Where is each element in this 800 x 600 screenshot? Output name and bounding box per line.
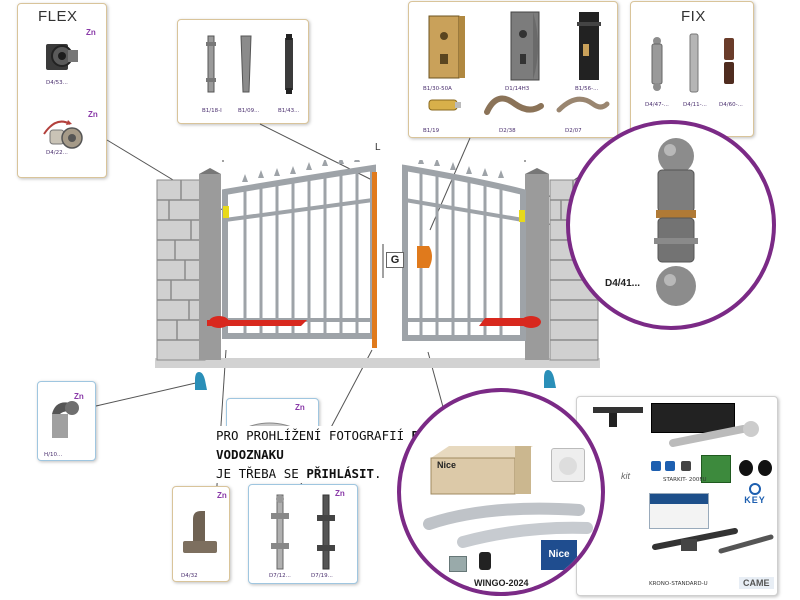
hinge-b1-09-image [238, 34, 254, 94]
base-code: D4/32 [181, 573, 198, 579]
lock-item-5-code: D2/38 [499, 128, 516, 134]
lock-item-1-code: B1/30-50A [423, 86, 452, 92]
key-logo: KEY [735, 483, 775, 507]
zoom-hinge-image [654, 138, 698, 306]
hinge-item-2-code: B1/09... [238, 108, 260, 114]
starkit-box-image [651, 403, 735, 433]
notice-line2-prefix: JE TŘEBA SE [216, 466, 307, 481]
wingo-photocell-image [479, 552, 491, 570]
wingo-label: WINGO-2024 [469, 576, 534, 590]
floor-stop-right-icon [542, 368, 558, 388]
base-card[interactable]: Zn D4/32 [172, 486, 230, 582]
wingo-circle[interactable]: Nice Nice WINGO-2024 [397, 388, 605, 596]
key-logo-ring-icon [749, 483, 761, 495]
stop-code: H/10... [44, 452, 63, 458]
notice-line2-suffix: . [374, 466, 382, 481]
bolts-zn: Zn [335, 489, 345, 498]
lock-plate-image [505, 10, 545, 82]
hinges-card[interactable]: B1/18-I B1/09... B1/43... [177, 19, 309, 124]
lock-item-4-code: B1/19 [423, 128, 440, 134]
zoom-hinge-circle[interactable]: D4/41... [566, 120, 776, 330]
motors-card[interactable]: STARKIT- 200FU kit KEY KRONO-STANDARD-U … [576, 396, 778, 596]
dimension-g-label: G [386, 252, 404, 268]
mortise-lock-image [425, 12, 467, 82]
fix-item-1-code: D4/47-... [645, 102, 669, 108]
dimension-l-label: L [375, 142, 381, 153]
flex-hinge-2-image [40, 112, 90, 152]
bolts-card[interactable]: Zn D7/12... D7/19... [248, 484, 358, 584]
kit-text: kit [621, 471, 630, 481]
flex-hinge-1-image [42, 38, 80, 74]
fix-card[interactable]: FIX D4/47-... D4/11-... D4/60-... [630, 1, 754, 137]
lock-item-6-code: D2/07 [565, 128, 582, 134]
cylinder-image [427, 96, 463, 114]
fix-hinge-1-image [649, 36, 665, 92]
fix-item-3-code: D4/60-... [719, 102, 743, 108]
flex-title: FLEX [38, 8, 78, 25]
bolt-2-code: D7/19... [311, 573, 333, 579]
hinge-item-1-code: B1/18-I [202, 108, 222, 114]
wingo-receiver-image [449, 556, 467, 572]
base-zn: Zn [217, 491, 227, 500]
flex-item-1-code: D4/53... [46, 80, 68, 86]
box-lock-image [575, 10, 603, 82]
base-image [179, 507, 219, 557]
hinge-b1-18-image [204, 34, 218, 94]
zoom-hinge-code: D4/41... [600, 276, 646, 291]
notice-line1-prefix: PRO PROHLÍŽENÍ FOTOGRAFIÍ [216, 428, 412, 443]
flex-card[interactable]: FLEX Zn D4/53... Zn D4/22... [17, 3, 107, 178]
photocell-icons [737, 459, 775, 477]
actuator-top-left-image [589, 399, 649, 429]
fix-hinge-2-image [687, 32, 701, 94]
notice-login-link[interactable]: PŘIHLÁSIT [306, 466, 375, 481]
stop-card[interactable]: Zn H/10... [37, 381, 96, 461]
locks-card[interactable]: B1/30-50A D1/14H3 B1/56-... B1/19 D2/38 … [408, 1, 618, 138]
came-logo: CAME [739, 577, 774, 589]
handle-d2-38-image [483, 92, 545, 120]
krono-label: KRONO-STANDARD-U [649, 581, 708, 587]
hinge-b1-43-image [282, 32, 296, 96]
wingo-control-unit [551, 448, 585, 482]
control-board-image [701, 455, 731, 483]
wingo-actuators-image [423, 498, 599, 552]
stop-image [46, 396, 82, 440]
connector-stop [95, 381, 201, 407]
flex-item-2-zn: Zn [88, 110, 98, 119]
fix-title: FIX [681, 8, 706, 25]
handle-d2-07-image [555, 92, 611, 120]
wingo-control-lens-icon [559, 457, 577, 475]
starkit-label: STARKIT- 200FU [663, 477, 707, 483]
flex-item-2-code: D4/22... [46, 150, 68, 156]
stop-zn: Zn [74, 392, 84, 401]
bolt-2-image [313, 493, 339, 571]
lock-item-3-code: B1/56-... [575, 86, 599, 92]
bolt-1-code: D7/12... [269, 573, 291, 579]
fix-hinge-3-image [721, 36, 737, 88]
hinge-item-3-code: B1/43... [278, 108, 300, 114]
flex-item-1-zn: Zn [86, 28, 96, 37]
starkit-actuator-image [669, 421, 769, 449]
wingo-nice-logo: Nice [541, 540, 577, 570]
remote-icons [649, 459, 709, 473]
bottom-center-zn: Zn [295, 403, 305, 412]
wingo-box-brand: Nice [437, 460, 457, 470]
krono-actuator-image [651, 517, 775, 557]
gate-scene [155, 151, 600, 375]
fix-item-2-code: D4/11-... [683, 102, 707, 108]
lock-item-2-code: D1/14H3 [505, 86, 530, 92]
wingo-box-image [429, 444, 533, 496]
key-logo-text: KEY [744, 495, 766, 505]
bolt-1-image [267, 493, 293, 571]
krono-box-image [649, 493, 709, 529]
floor-stop-left-icon [193, 370, 209, 390]
